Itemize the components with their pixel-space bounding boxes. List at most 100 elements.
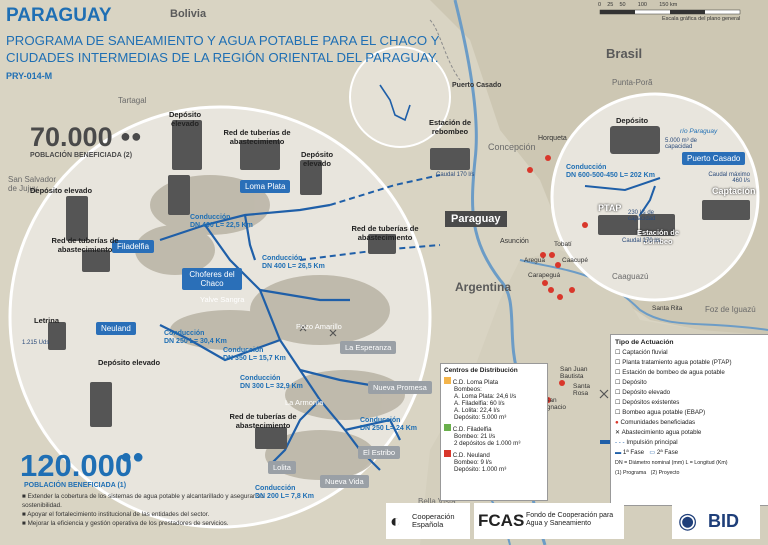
label-ptap: PTAP <box>598 203 622 213</box>
project-population: 120.000 <box>20 448 133 483</box>
node-puerto-casado: Puerto Casado <box>682 152 746 165</box>
phase-line-icon: ▬ <box>615 449 622 456</box>
label-red-tuberias-right: Red de tuberías de abastecimiento <box>351 224 419 242</box>
main-impulsion-dashed <box>329 174 441 206</box>
legend-item: ☐ Estación de bombeo de agua potable <box>615 369 725 376</box>
node-pozo-amarillo: Pozo Amarillo <box>296 322 342 331</box>
objectives-list: ■ Extender la cobertura de los sistemas … <box>22 492 292 528</box>
place-punta-pora: Punta-Porã <box>612 78 653 87</box>
centers-panel: Centros de Distribución C.D. Loma Plata … <box>440 363 548 501</box>
program-population: 70.000 <box>30 122 113 152</box>
label-puerto-casado-north: Puerto Casado <box>452 82 502 89</box>
program-code: PRY-014-M <box>6 71 53 81</box>
filadelfia-swatch <box>444 424 451 431</box>
country-brasil: Brasil <box>606 46 643 61</box>
place-tobati: Tobatí <box>554 241 572 248</box>
logo-bid: ◉ BID <box>672 503 760 539</box>
program-name: PROGRAMA DE SANEAMIENTO Y AGUA POTABLE P… <box>6 33 440 65</box>
legend-item: ✕ Abastecimiento agua potable <box>615 429 702 436</box>
program-population-label: POBLACIÓN BENEFICIADA (2) <box>30 152 133 159</box>
legend-item: - - - Impulsión principal <box>615 439 678 446</box>
center-loma-plata: C.D. Loma Plata <box>444 377 544 386</box>
node-yalve-sangra: Yalve Sangra <box>200 295 245 304</box>
legend-title: Tipo de Actuación <box>615 339 674 346</box>
node-el-estribo: El Estribo <box>358 446 401 459</box>
program-title: PROGRAMA DE SANEAMIENTO Y AGUA POTABLE P… <box>6 32 446 85</box>
label-rio-paraguay: río Paraguay <box>680 128 718 135</box>
place-san-juan: San Juan Bautista <box>560 366 588 380</box>
place-foz: Foz de Iguazú <box>705 305 756 314</box>
country-argentina: Argentina <box>455 280 512 294</box>
legend-item: ☐ Bombeo agua potable (EBAP) <box>615 409 706 416</box>
objective-item: ■ Extender la cobertura de los sistemas … <box>22 493 264 509</box>
letrina-count: 1.215 Uds <box>22 340 50 346</box>
place-carapegua: Carapeguá <box>528 272 561 279</box>
place-caaguazu: Caaguazú <box>612 272 649 281</box>
label-red-tuberias-top: Red de tuberías de abastecimiento <box>223 128 291 146</box>
tower-filadelfia <box>168 175 190 215</box>
scale-caption: Escala gráfica del plano general <box>662 16 741 22</box>
legend-item: ☐ Depósitos existentes <box>615 399 680 406</box>
neuland-swatch <box>444 450 451 457</box>
objective-item: ■ Apoyar el fortalecimiento instituciona… <box>22 511 210 518</box>
place-concepcion: Concepción <box>488 142 536 152</box>
place-caacupe: Caacupé <box>562 257 589 264</box>
caudal-bombeo: Caudal 170 l/s <box>622 238 661 244</box>
country-paraguay: Paraguay <box>445 211 507 227</box>
loma-plata-swatch <box>444 377 451 384</box>
label-red-tuberias-left: Red de tuberías de abastecimiento <box>51 236 119 254</box>
red-dot-icon: ● <box>615 419 619 426</box>
label-deposito-elevado-top: Depósito elevado <box>168 110 202 128</box>
caudal-rebombeo: Caudal 170 l/s <box>436 172 475 178</box>
legend-item: ☐ Depósito <box>615 379 647 386</box>
bid-text: BID <box>708 511 739 531</box>
cooperacion-text: Cooperación Española <box>412 512 455 529</box>
node-nueva-promesa: Nueva Promesa <box>368 381 432 394</box>
node-choferes: Choferes del Chaco <box>182 268 242 290</box>
label-deposito-elevado-bottom: Depósito elevado <box>98 358 161 367</box>
fcas-mark: FCAS <box>478 511 525 530</box>
label-captacion: Captación <box>712 186 756 196</box>
node-nueva-vida: Nueva Vida <box>320 475 369 488</box>
objective-item: ■ Mejorar la eficiencia y gestión operat… <box>22 520 229 527</box>
node-la-esperanza: La Esperanza <box>340 341 397 354</box>
place-san-ignacio: San Ignacio <box>545 397 566 411</box>
people-icon-blue: ●● <box>120 446 145 468</box>
caudal-maximo: Caudal máximo 460 l/s <box>708 172 750 184</box>
project-population-label: POBLACIÓN BENEFICIADA (1) <box>24 482 127 489</box>
legend-item: ☐ Planta tratamiento agua potable (PTAP) <box>615 359 732 366</box>
place-tartagal: Tartagal <box>118 96 147 105</box>
label-deposito-elevado-left: Depósito elevado <box>30 186 93 195</box>
node-neuland: Neuland <box>96 322 136 335</box>
legend-dn-note: DN = Diámetro nominal (mm) L = Longitud … <box>615 460 728 466</box>
place-san-salvador: San Salvador de Jujuy <box>8 175 57 193</box>
place-horqueta: Horqueta <box>538 135 567 142</box>
scale-ticks: 0 25 50 100 150 km <box>598 2 678 8</box>
people-icon: ●● <box>120 126 142 146</box>
globe-icon: ◉ <box>678 508 698 533</box>
center-neuland: C.D. Neuland <box>444 450 544 459</box>
place-bella-vista: Bella Vista <box>418 497 456 506</box>
logo-fcas: FCAS Fondo de Cooperación para Agua y Sa… <box>474 503 624 539</box>
place-aregua: Areguá <box>524 257 545 264</box>
dashed-line-icon: - - - <box>615 439 625 446</box>
label-deposito-captacion: Depósito <box>616 116 649 125</box>
centers-title: Centros de Distribución <box>444 367 518 374</box>
node-loma-plata: Loma Plata <box>240 180 291 193</box>
node-la-armonia: La Armonía <box>285 398 324 407</box>
center-filadelfia: C.D. Filadelfia <box>444 424 544 433</box>
fcas-text: Fondo de Cooperación para Agua y Saneami… <box>526 512 614 527</box>
node-filadelfia: Filadelfia <box>112 240 155 253</box>
